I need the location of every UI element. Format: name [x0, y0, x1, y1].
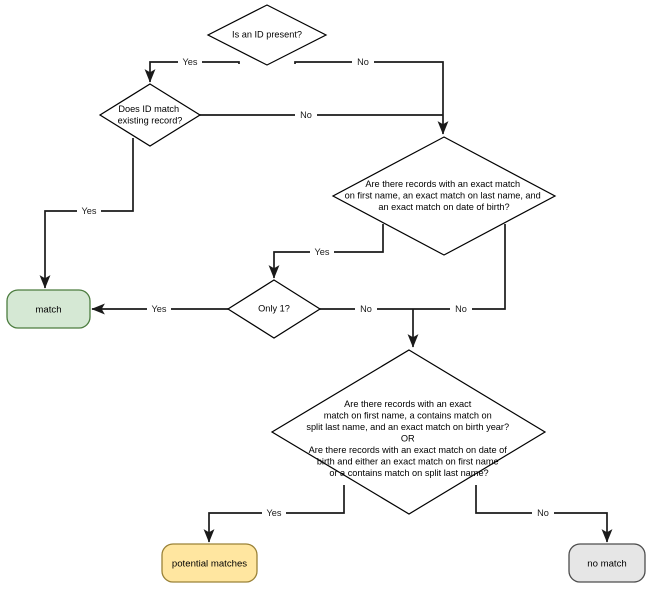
- svg-text:potential matches: potential matches: [172, 558, 247, 569]
- edge-label-id-match-no: No: [300, 110, 312, 120]
- edge-id-match-yes: Yes: [39, 138, 134, 289]
- edge-fuzzy-yes: Yes: [203, 485, 345, 543]
- node-text-line: existing record?: [118, 116, 183, 126]
- node-text-line: no match: [587, 558, 626, 569]
- svg-text:match: match: [35, 304, 61, 315]
- node-text-line: OR: [401, 434, 415, 444]
- node-text-line: an exact match on date of birth?: [378, 202, 509, 212]
- node-text-line: potential matches: [172, 558, 247, 569]
- node-text-line: Only 1?: [258, 304, 290, 314]
- node-text-line: Does ID match: [118, 104, 179, 114]
- node-text-line: match on first name, a contains match on: [324, 411, 492, 421]
- svg-text:Does ID match existing r: Does ID match existing record?: [118, 104, 183, 126]
- edge-label-id-match-yes: Yes: [82, 206, 97, 216]
- node-text-line: match: [35, 304, 61, 315]
- node-text-line: or a contains match on split last name?: [329, 468, 488, 478]
- node-exact-match-question[interactable]: Are there records with an exact match on…: [331, 136, 557, 256]
- edge-id-match-no: No: [200, 108, 443, 121]
- edge-label-exact-match-yes: Yes: [315, 247, 330, 257]
- edge-label-only-one-no: No: [360, 304, 372, 314]
- node-text-line: Are there records with an exact match on…: [309, 445, 508, 455]
- edge-label-exact-match-no: No: [455, 304, 467, 314]
- node-no-match-terminal[interactable]: no match: [568, 543, 646, 583]
- svg-text:no match: no match: [587, 558, 626, 569]
- edge-label-fuzzy-no: No: [537, 508, 549, 518]
- edge-label-fuzzy-yes: Yes: [267, 508, 282, 518]
- edge-id-present-yes: Yes: [144, 55, 240, 83]
- edge-exact-match-yes: Yes: [268, 224, 384, 279]
- edge-only-one-yes: Yes: [91, 302, 228, 315]
- node-text-line: on first name, an exact match on last na…: [345, 191, 541, 201]
- node-text-line: Are there records with an exact match: [365, 179, 520, 189]
- edge-label-id-present-yes: Yes: [183, 57, 198, 67]
- edge-id-present-no: No: [294, 55, 449, 135]
- node-text-line: Is an ID present?: [232, 30, 302, 40]
- node-fuzzy-match-question[interactable]: Are there records with an exact match on…: [270, 349, 547, 515]
- node-does-id-match-existing-record[interactable]: Does ID match existing record?: [98, 83, 202, 147]
- svg-text:Is an ID present?: Is an ID present?: [232, 30, 302, 40]
- node-text-line: birth and either an exact match on first…: [317, 457, 499, 467]
- edge-exact-match-no: No: [413, 224, 506, 315]
- edge-label-id-present-no: No: [357, 57, 369, 67]
- edge-label-only-one-yes: Yes: [152, 304, 167, 314]
- svg-text:Are there records with an exac: Are there records with an exact match on…: [306, 399, 511, 478]
- node-match-terminal[interactable]: match: [6, 289, 91, 329]
- node-text-line: Are there records with an exact: [344, 399, 472, 409]
- edge-only-one-no: No: [320, 302, 413, 315]
- node-only-one[interactable]: Only 1?: [226, 279, 322, 339]
- node-potential-matches-terminal[interactable]: potential matches: [161, 543, 258, 583]
- svg-text:Are there records with an exac: Are there records with an exact match on…: [345, 179, 544, 212]
- edge-fuzzy-no: No: [475, 485, 613, 543]
- svg-text:Only 1?: Only 1?: [258, 304, 290, 314]
- node-text-line: split last name, and an exact match on b…: [306, 422, 509, 432]
- node-is-an-id-present[interactable]: Is an ID present?: [206, 4, 328, 66]
